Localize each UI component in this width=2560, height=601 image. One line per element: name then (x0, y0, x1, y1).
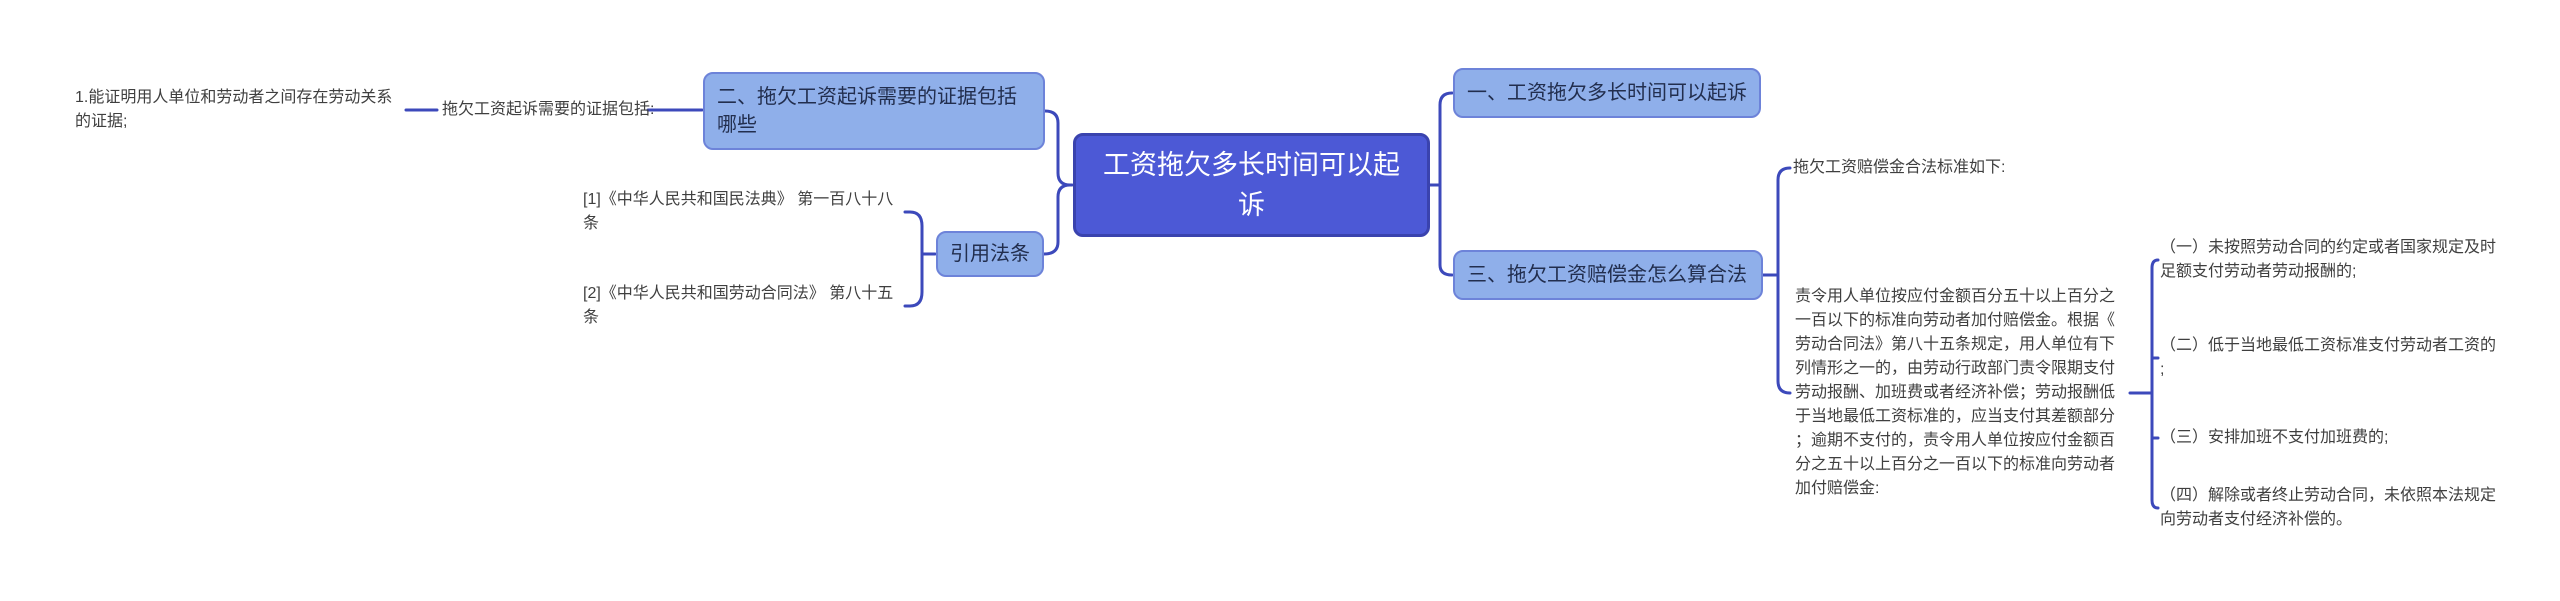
connector-laws-to-root (1042, 183, 1072, 256)
compensation-item-node-2[interactable]: （二）低于当地最低工资标准支付劳动者工资的; (2160, 337, 2497, 378)
connector-branch-two-to-root (1043, 109, 1074, 187)
compensation-paragraph-node[interactable]: 责令用人单位按应付金额百分五十以上百分之一百以下的标准向劳动者加付赔偿金。根据《… (1795, 288, 2116, 497)
connector-branch-three-children-bracket (1776, 166, 1792, 395)
branch-one-node[interactable]: 一、工资拖欠多长时间可以起诉 (1453, 68, 1761, 118)
connector-right-bracket (1438, 91, 1454, 277)
central-topic-node[interactable]: 工资拖欠多长时间可以起诉 (1073, 133, 1430, 237)
connector-items-bracket (2150, 258, 2160, 510)
compensation-item-node-1[interactable]: （一）未按照劳动合同的约定或者国家规定及时足额支付劳动者劳动报酬的; (2160, 239, 2497, 280)
citation-node-2[interactable]: [2]《中华人民共和国劳动合同法》 第八十五条 (583, 285, 894, 326)
evidence-detail-node[interactable]: 1.能证明用人单位和劳动者之间存在劳动关系的证据; (75, 89, 393, 130)
branch-three-node[interactable]: 三、拖欠工资赔偿金怎么算合法 (1453, 250, 1763, 300)
compensation-intro-node[interactable]: 拖欠工资赔偿金合法标准如下: (1793, 159, 2006, 176)
compensation-item-node-4[interactable]: （四）解除或者终止劳动合同，未依照本法规定向劳动者支付经济补偿的。 (2160, 487, 2497, 528)
citation-node-1[interactable]: [1]《中华人民共和国民法典》 第一百八十八条 (583, 191, 894, 232)
evidence-intro-node[interactable]: 拖欠工资起诉需要的证据包括: (442, 101, 655, 118)
connector-laws-children-bracket (903, 210, 924, 308)
cited-laws-node[interactable]: 引用法条 (936, 231, 1044, 277)
compensation-item-node-3[interactable]: （三）安排加班不支付加班费的; (2160, 429, 2389, 446)
branch-two-node[interactable]: 二、拖欠工资起诉需要的证据包括哪些 (703, 72, 1045, 150)
